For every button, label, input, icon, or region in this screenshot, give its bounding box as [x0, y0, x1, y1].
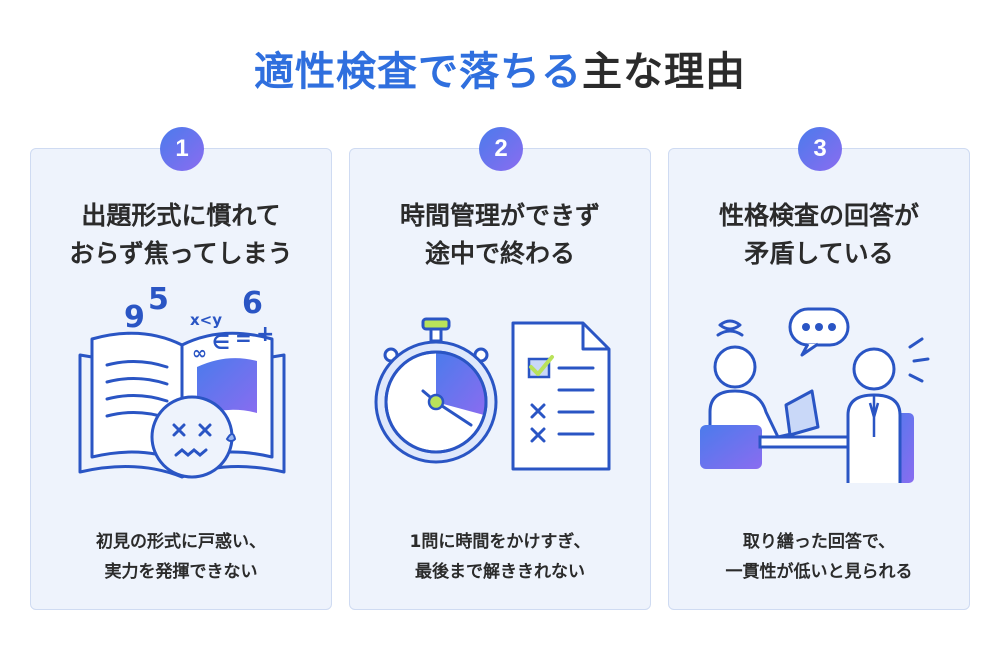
math-symbol: + — [256, 322, 274, 347]
page-title-rest: 主な理由 — [582, 49, 746, 95]
card-heading-line: おらず焦ってしまう — [69, 239, 293, 268]
math-symbol: = — [235, 326, 252, 350]
card-description-line: 最後まで解ききれない — [415, 562, 585, 582]
card-heading-line: 性格検査の回答が — [718, 201, 919, 230]
math-symbol: 9 — [124, 300, 145, 335]
page-title: 適性検査で落ちる主な理由 — [0, 44, 1000, 100]
number-badge: 1 — [160, 127, 204, 171]
card-description-line: 取り繕った回答で、 — [742, 532, 896, 552]
dizzy-icon — [716, 319, 744, 337]
applicant-figure — [700, 345, 802, 469]
card-description-line: 初見の形式に戸惑い、 — [96, 532, 266, 552]
math-symbol: 6 — [242, 287, 263, 321]
table-icon — [758, 389, 858, 483]
interviewer-figure — [846, 337, 930, 483]
number-badge: 2 — [479, 127, 523, 171]
card-heading-line: 矛盾している — [744, 239, 894, 268]
card-description: 取り繕った回答で、 一貫性が低いと見られる — [669, 527, 969, 587]
stopwatch-checklist-icon — [374, 317, 611, 471]
card-heading-line: 出題形式に慣れて — [81, 201, 281, 230]
card-description-line: 実力を発揮できない — [104, 562, 258, 582]
reason-card-3: 3 性格検査の回答が 矛盾している — [668, 127, 970, 610]
math-symbol: ∞ — [192, 343, 207, 364]
card-description-line: 1問に時間をかけすぎ、 — [409, 532, 591, 552]
reason-card-2: 2 時間管理ができず 途中で終わる — [349, 127, 651, 610]
reason-card-1: 1 出題形式に慣れて おらず焦ってしまう 9 5 — [30, 127, 332, 610]
confused-face-book-icon: 9 5 6 x<y ∈ = + ∞ — [78, 287, 286, 479]
card-heading: 出題形式に慣れて おらず焦ってしまう — [31, 197, 331, 273]
math-symbol: 5 — [148, 287, 169, 317]
math-symbol: x<y — [190, 311, 222, 329]
page-title-highlight: 適性検査で落ちる — [254, 49, 582, 95]
card-heading-line: 途中で終わる — [424, 239, 575, 268]
stopwatch-icon — [374, 317, 498, 464]
card-heading: 時間管理ができず 途中で終わる — [350, 197, 650, 273]
card-heading: 性格検査の回答が 矛盾している — [669, 197, 969, 273]
interview-people-icon — [700, 307, 930, 483]
number-badge: 3 — [798, 127, 842, 171]
card-heading-line: 時間管理ができず — [399, 201, 600, 230]
math-symbol: ∈ — [212, 330, 230, 354]
card-description: 初見の形式に戸惑い、 実力を発揮できない — [31, 527, 331, 587]
speech-bubble-icon — [788, 307, 850, 357]
card-description-line: 一貫性が低いと見られる — [725, 562, 913, 582]
checklist-icon — [511, 321, 611, 471]
card-description: 1問に時間をかけすぎ、 最後まで解ききれない — [350, 527, 650, 587]
